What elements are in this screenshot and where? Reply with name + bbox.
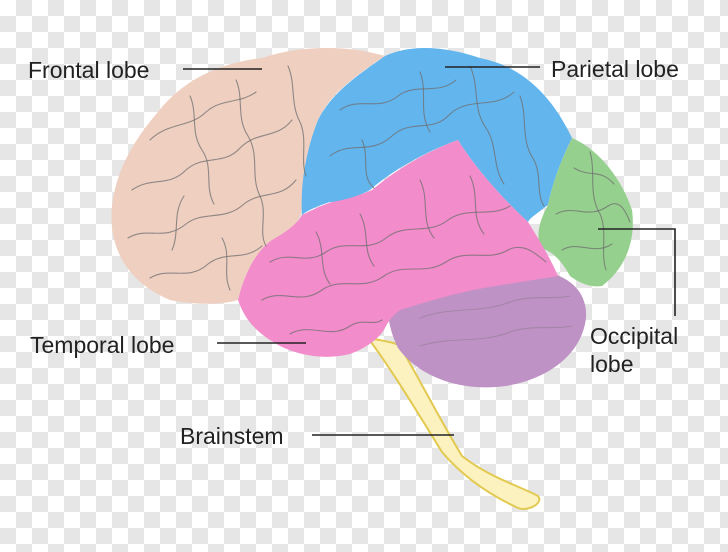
frontal-lobe-label: Frontal lobe [28,57,150,83]
occipital-lobe-label-line2: lobe [590,351,634,377]
temporal-lobe [238,140,558,357]
parietal-lobe [301,47,572,222]
parietal-lobe-label: Parietal lobe [551,56,679,82]
cerebellum [388,269,587,388]
frontal-lobe [111,47,385,304]
temporal-lobe-label: Temporal lobe [30,332,175,358]
occipital-lobe-label: Occipital lobe [590,322,678,378]
occipital-lobe-label-line1: Occipital [590,323,679,349]
occipital-leader-line [598,228,676,316]
gyri-folds [127,65,631,347]
brainstem-label: Brainstem [180,423,284,449]
